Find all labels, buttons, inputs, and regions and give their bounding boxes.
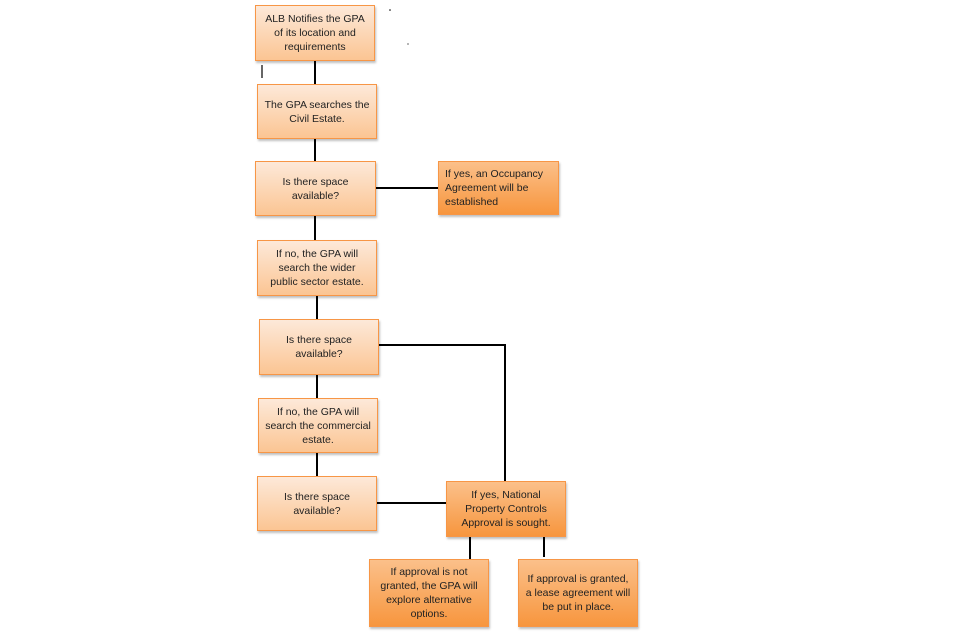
node-text: Is there space available? — [286, 334, 352, 360]
node-text: If approval is not granted, the GPA will… — [380, 566, 478, 620]
node-commercial-estate: If no, the GPA will search the commercia… — [258, 398, 378, 453]
node-approval-granted: If approval is granted, a lease agreemen… — [518, 559, 638, 627]
node-question-1: Is there space available? — [255, 161, 376, 216]
node-notify: ALB Notifies the GPA of its location and… — [255, 5, 375, 61]
node-question-2: Is there space available? — [259, 319, 379, 375]
node-text: If no, the GPA will search the wider pub… — [270, 248, 364, 288]
node-text: If approval is granted, a lease agreemen… — [525, 573, 631, 613]
connector-q2-npc — [379, 344, 506, 481]
node-question-3: Is there space available? — [257, 476, 377, 531]
stray-dot — [407, 43, 409, 45]
node-text: Is there space available? — [282, 175, 349, 202]
node-text: If no, the GPA will search the commercia… — [265, 405, 371, 446]
node-text: ALB Notifies the GPA of its location and… — [265, 13, 365, 53]
node-civil-estate: The GPA searches the Civil Estate. — [257, 84, 377, 139]
node-text: Is there space available? — [284, 490, 350, 517]
node-npc-approval: If yes, National Property Controls Appro… — [446, 481, 566, 537]
node-text: If yes, an Occupancy Agreement will be e… — [445, 168, 544, 208]
stray-dot — [389, 9, 391, 11]
node-public-sector: If no, the GPA will search the wider pub… — [257, 240, 377, 296]
node-text: If yes, National Property Controls Appro… — [461, 489, 551, 529]
node-occupancy-agreement: If yes, an Occupancy Agreement will be e… — [438, 161, 559, 215]
node-approval-not-granted: If approval is not granted, the GPA will… — [369, 559, 489, 627]
node-text: The GPA searches the Civil Estate. — [264, 98, 370, 125]
